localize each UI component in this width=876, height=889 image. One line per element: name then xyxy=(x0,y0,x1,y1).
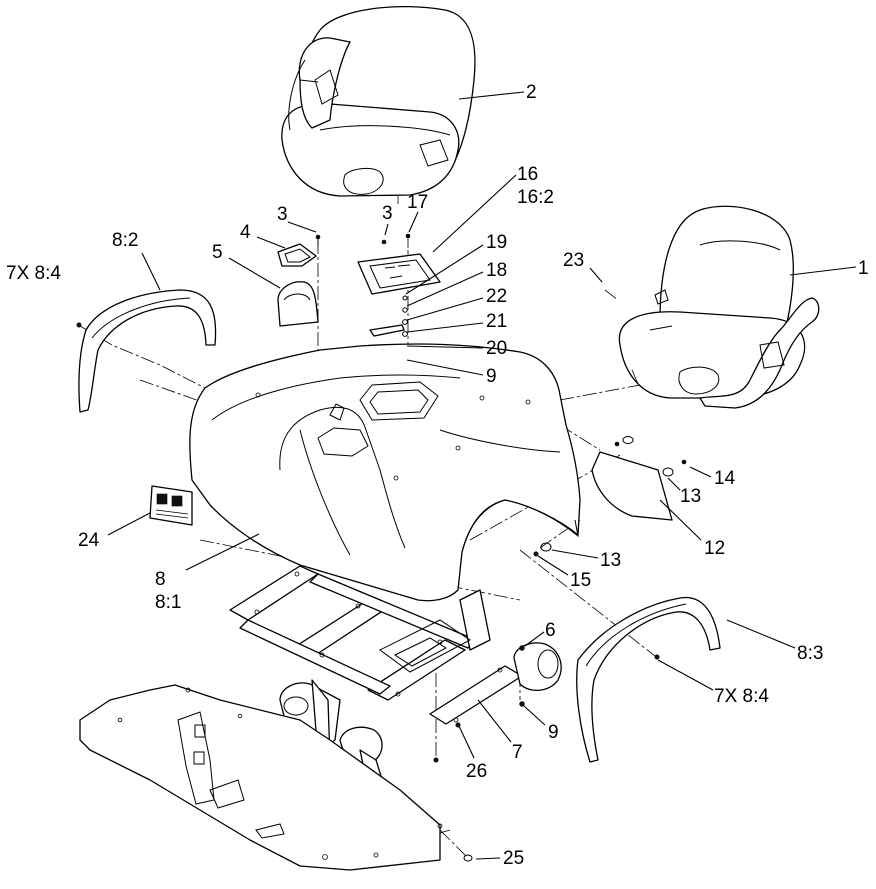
callout-18: 18 xyxy=(486,260,507,281)
callout-9-upper: 9 xyxy=(486,366,497,387)
callout-24: 24 xyxy=(78,530,100,551)
main-body-shell xyxy=(189,343,581,602)
callout-13-upper: 13 xyxy=(680,486,701,507)
callout-14: 14 xyxy=(714,468,736,489)
callout-22: 22 xyxy=(486,286,507,307)
callout-3-plate: 3 xyxy=(382,203,393,224)
fender-left xyxy=(76,289,217,413)
leader-lines xyxy=(107,91,857,860)
callout-8-3: 8:3 xyxy=(797,643,823,664)
callout-19: 19 xyxy=(486,232,507,253)
callout-8-1: 8:1 xyxy=(155,592,181,613)
callout-8-2: 8:2 xyxy=(112,230,138,251)
callout-17: 17 xyxy=(407,192,428,213)
floor-pan xyxy=(79,684,473,871)
callout-23: 23 xyxy=(563,250,584,271)
plate-and-hardware xyxy=(357,253,441,363)
callout-15: 15 xyxy=(570,570,591,591)
callout-25: 25 xyxy=(503,848,524,869)
small-parts-upper-left xyxy=(277,233,411,327)
callout-4: 4 xyxy=(240,222,251,243)
callout-6: 6 xyxy=(545,620,556,641)
callout-8: 8 xyxy=(155,569,166,590)
callout-5: 5 xyxy=(212,242,223,263)
callout-16-2: 16:2 xyxy=(517,187,554,208)
seat-right xyxy=(618,205,820,409)
callout-7: 7 xyxy=(512,742,523,763)
callout-7x-8-4-left: 7X 8:4 xyxy=(6,263,61,284)
callout-1: 1 xyxy=(858,258,869,279)
callout-20: 20 xyxy=(486,338,507,359)
callout-12: 12 xyxy=(704,538,725,559)
callout-26: 26 xyxy=(466,761,487,782)
callout-7x-8-4-right: 7X 8:4 xyxy=(714,686,769,707)
callout-3-cover: 3 xyxy=(277,204,288,225)
callout-13-lower: 13 xyxy=(600,550,621,571)
callout-2: 2 xyxy=(526,82,537,103)
callout-9-lower: 9 xyxy=(548,722,559,743)
fender-right xyxy=(576,596,721,763)
decal xyxy=(149,485,193,526)
callout-16: 16 xyxy=(517,164,538,185)
side-plate xyxy=(533,436,687,557)
callout-labels: 2 1 16 16:2 17 3 3 4 5 8:2 7X 8:4 19 18 … xyxy=(6,82,869,869)
callout-21: 21 xyxy=(486,311,507,332)
seat-upper xyxy=(281,6,476,204)
